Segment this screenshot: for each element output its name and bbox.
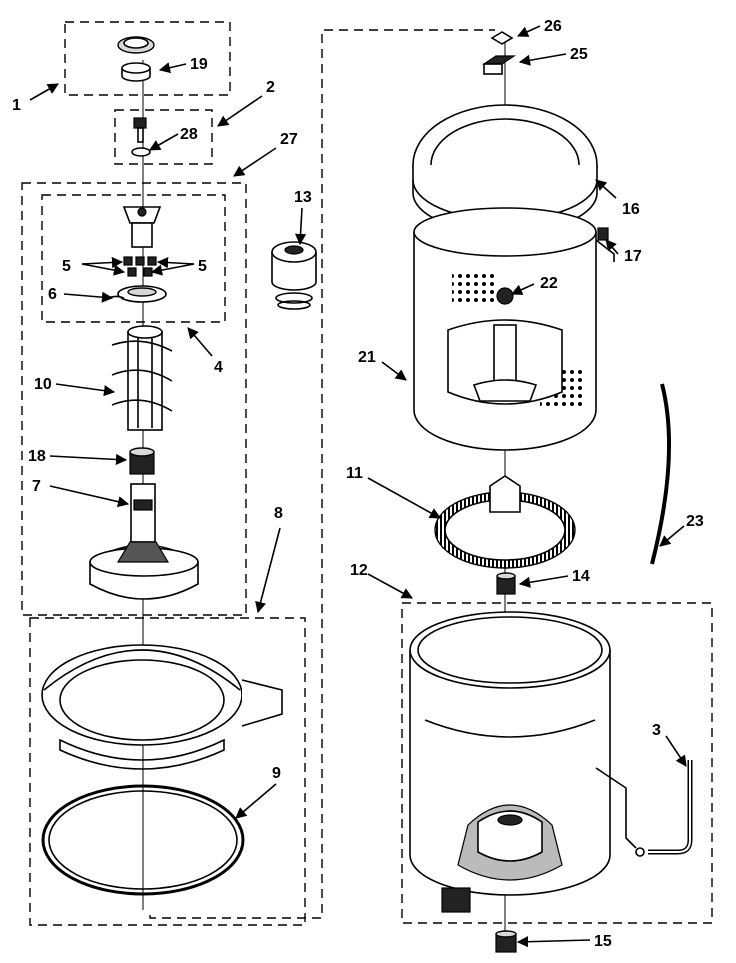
part-10-auger [111,325,173,431]
leader-lines [29,25,687,948]
callout-10: 10 [34,376,52,393]
callout-12: 12 [350,562,368,579]
callout-25: 25 [570,46,588,63]
part-18-drive-bell [129,447,155,475]
callout-2: 2 [266,79,275,96]
part-13-bearing [271,241,317,310]
callout-5-right: 5 [198,258,207,275]
callout-23: 23 [686,513,704,530]
callout-3: 3 [652,722,661,739]
callout-14: 14 [572,568,590,585]
part-4-cap-assembly [103,206,167,303]
group-box-8 [29,617,306,926]
part-26-clip [490,31,514,45]
callout-15: 15 [594,933,612,950]
callout-1: 1 [12,97,21,114]
part-15-nut [495,930,517,953]
callout-13: 13 [294,189,312,206]
part-14-coupling [496,572,516,595]
callout-11: 11 [346,465,363,482]
connector-dashed-line [149,29,495,919]
callout-16: 16 [622,201,640,218]
part-7-agitator-base [89,483,199,600]
group-box-27 [21,182,247,616]
callout-22: 22 [540,275,558,292]
part-21-wash-basket [413,207,615,451]
part-11-drive-gear [434,475,576,569]
callout-6: 6 [48,286,57,303]
part-23-tube [650,383,671,565]
group-box-4 [41,194,226,323]
callout-19: 19 [190,56,208,73]
callout-26: 26 [544,18,562,35]
callout-8: 8 [274,505,283,522]
callout-28: 28 [180,126,198,143]
group-box-2 [114,109,213,165]
part-28-bolt [131,117,151,157]
part-19-cap [117,36,155,82]
callout-21: 21 [358,349,376,366]
callout-7: 7 [32,478,41,495]
part-12-outer-tub [409,611,611,913]
part-8-tub-ring [41,644,283,770]
callout-9: 9 [272,765,281,782]
callout-18: 18 [28,448,46,465]
callout-4: 4 [214,359,223,376]
callout-17: 17 [624,248,642,265]
part-25-bracket [482,55,516,75]
group-box-12 [401,602,713,924]
part-9-seal-ring [41,784,245,896]
callout-5-left: 5 [62,258,71,275]
part-3-hose [595,760,693,857]
callout-27: 27 [280,131,298,148]
group-box-1 [64,21,231,96]
